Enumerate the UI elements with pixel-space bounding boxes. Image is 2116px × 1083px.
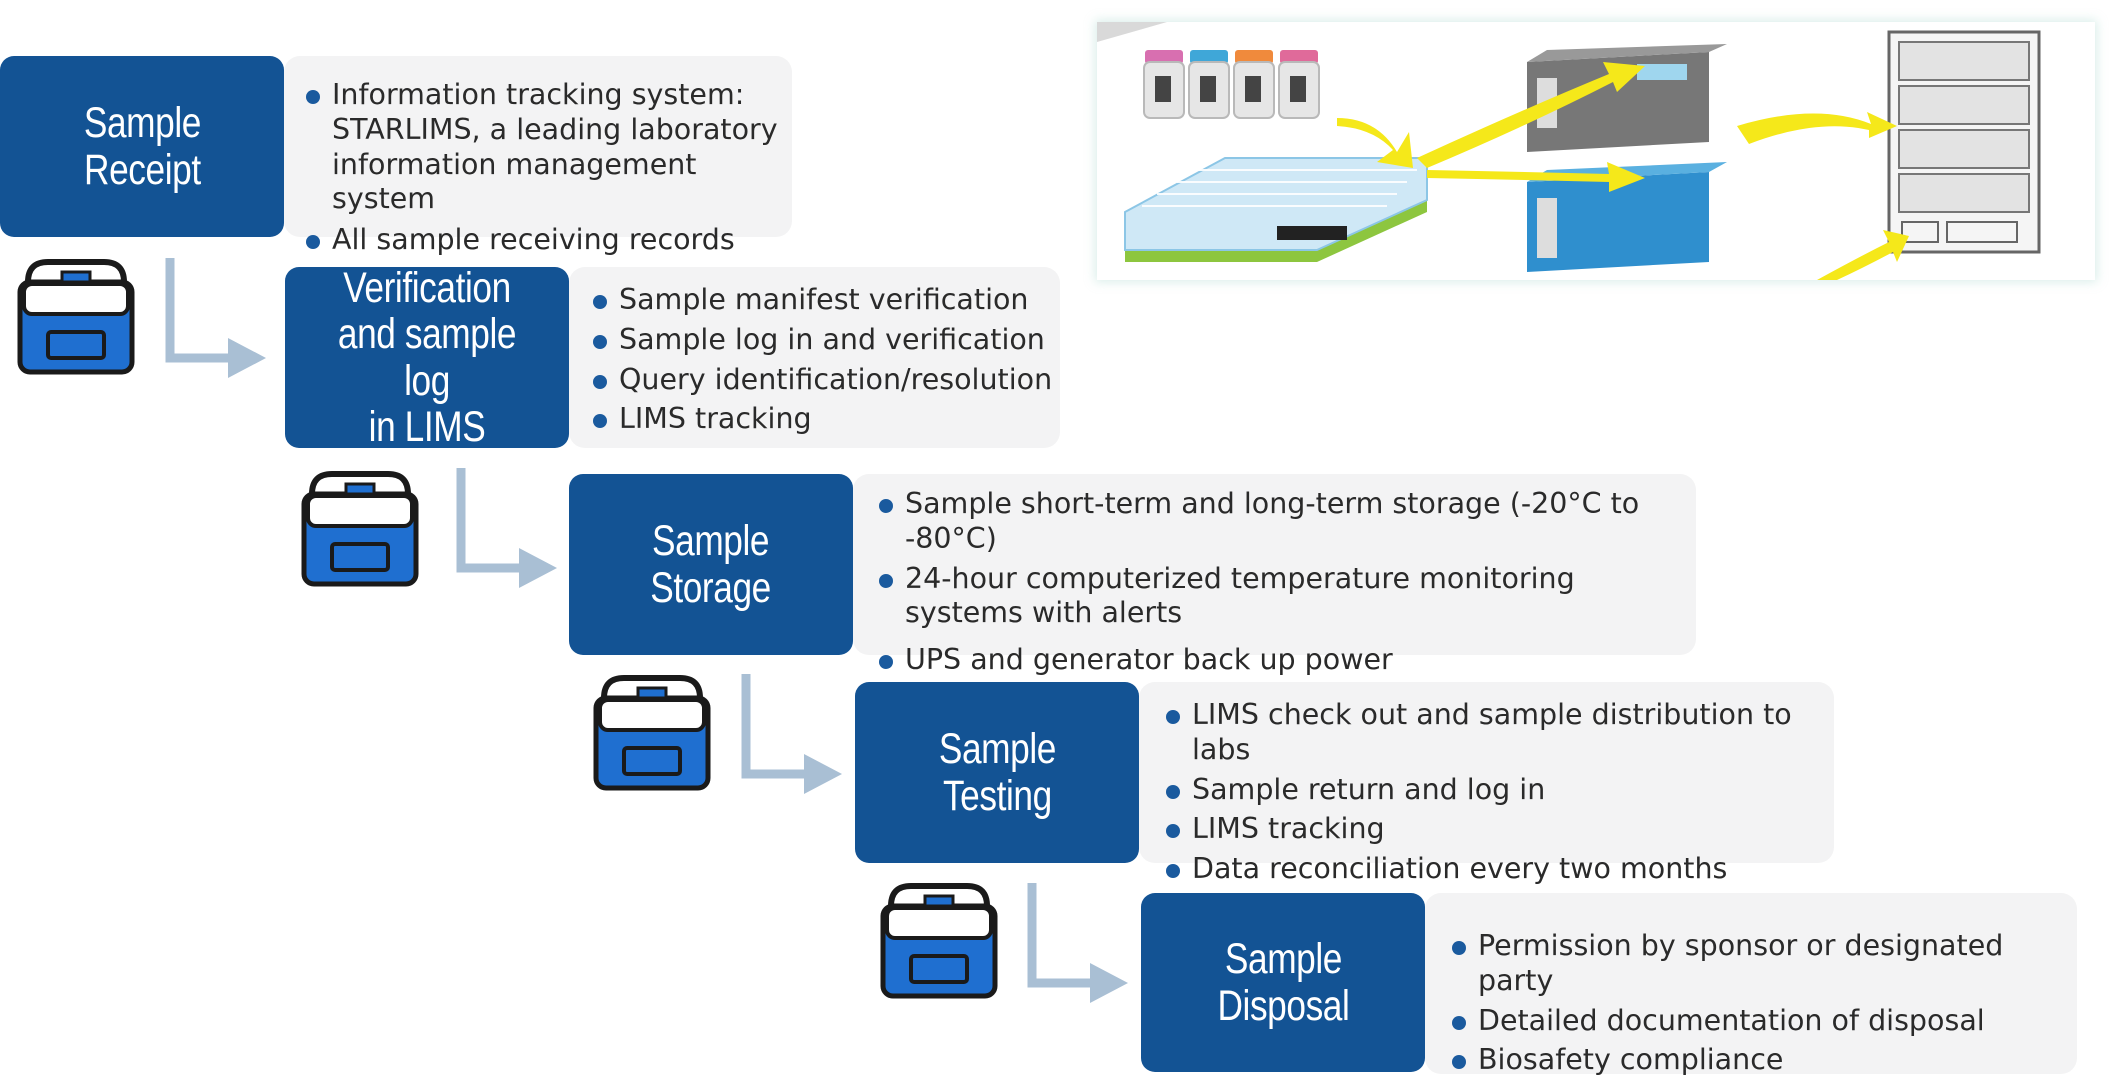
stage-5-details-panel [1425,893,2077,1074]
stage-3-bullet: UPS and generator back up power [877,643,1677,678]
freezer-icon [1887,30,2041,254]
stage-1-details-panel [284,56,792,237]
stage-2-bullets: Sample manifest verification Sample log … [591,283,1056,442]
stage-1-bullets: Information tracking system: STARLIMS, a… [304,78,784,263]
stage-1-title: Sample Receipt [83,99,201,194]
stage-5-bullet: Detailed documentation of disposal [1450,1004,2070,1039]
stage-3-title: Sample Storage [650,517,772,612]
stage-5-title: Sample Disposal [1217,935,1349,1030]
stage-2-title-box: Verification and sample log in LIMS [285,263,569,451]
stage-4-bullet: Sample return and log in [1164,773,1829,808]
cooler-box-icon [301,471,419,587]
arrow-right-icon [1027,883,1128,1003]
cooler-box-icon [17,259,135,375]
stage-3-details-panel [853,474,1696,655]
stage-2-bullet: Sample manifest verification [591,283,1056,318]
process-arrow-icon [1337,62,1909,280]
stage-3-title-box: Sample Storage [569,474,853,655]
stage-4-bullet: LIMS tracking [1164,812,1829,847]
stage-1-bullet: Information tracking system: STARLIMS, a… [304,78,784,217]
stage-2-bullet: Sample log in and verification [591,323,1056,358]
stage-4-bullet: Data reconciliation every two months [1164,852,1829,887]
stage-5-title-box: Sample Disposal [1141,893,1425,1072]
stage-3-bullet: 24-hour computerized temperature monitor… [877,562,1665,632]
stage-5-bullet: Biosafety compliance [1450,1043,2070,1078]
arrow-right-icon [165,258,266,378]
stage-4-bullet: LIMS check out and sample distribution t… [1164,698,1829,768]
sample-plate-icon [1124,157,1428,262]
stage-4-bullets: LIMS check out and sample distribution t… [1164,698,1829,892]
stage-1-title-box: Sample Receipt [0,56,284,237]
stage-3-bullet: Sample short-term and long-term storage … [877,487,1677,557]
stage-2-bullet: Query identification/resolution [591,363,1056,398]
storage-illustration [1097,22,2095,280]
stage-3-bullets: Sample short-term and long-term storage … [877,487,1677,683]
cooler-box-icon [880,883,998,999]
stage-2-details-panel [569,267,1060,448]
stage-4-title-box: Sample Testing [855,682,1139,863]
stage-4-details-panel [1139,682,1834,863]
stage-2-bullet: LIMS tracking [591,402,1056,437]
stage-1-bullet: All sample receiving records [304,223,784,258]
stage-5-bullets: Permission by sponsor or designated part… [1450,929,2070,1083]
stage-5-bullet: Permission by sponsor or designated part… [1450,929,2070,999]
storage-rack-icon [1527,44,1727,272]
cooler-box-icon [593,675,711,791]
arrow-right-icon [741,674,842,794]
stage-4-title: Sample Testing [938,725,1056,820]
stage-2-title: Verification and sample log in LIMS [337,263,517,451]
arrow-right-icon [456,468,557,588]
sample-vials-icon [1143,50,1320,119]
